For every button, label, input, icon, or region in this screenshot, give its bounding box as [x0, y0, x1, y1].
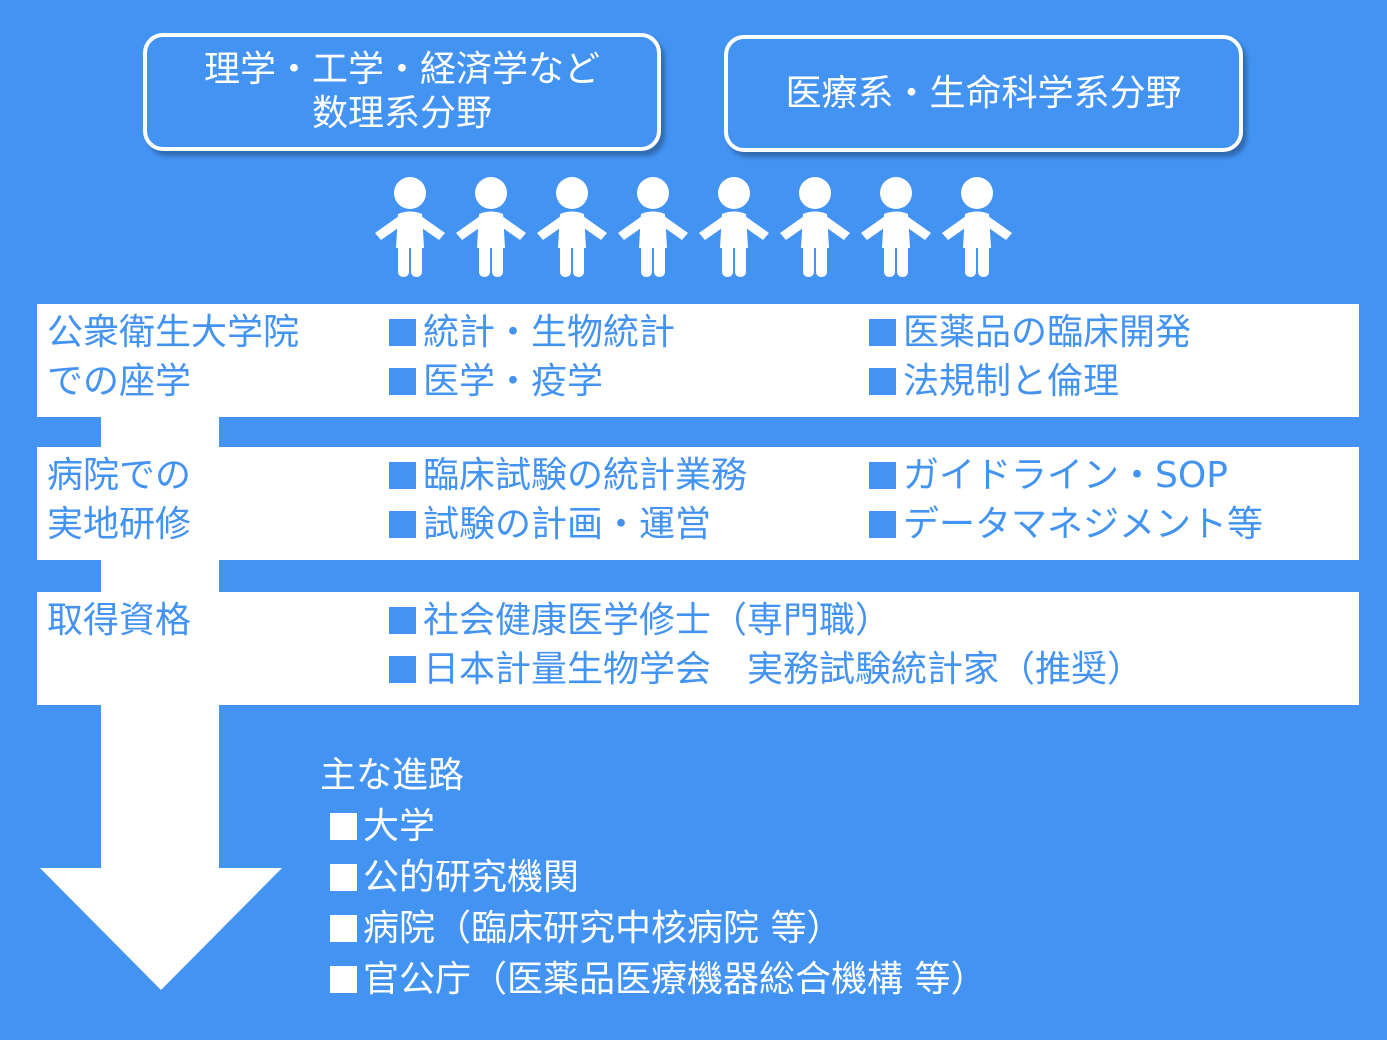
square-bullet-icon	[330, 966, 357, 993]
square-bullet-icon	[330, 864, 357, 891]
list-item: 官公庁（医薬品医療機器総合機構 等）	[320, 954, 986, 1005]
career-item-text: 大学	[363, 806, 436, 847]
square-bullet-icon	[330, 813, 357, 840]
list-item: 社会健康医学修士（専門職）	[389, 596, 1143, 645]
square-bullet-icon	[389, 511, 416, 538]
band-qualifications-title: 取得資格	[47, 596, 191, 645]
band-qualifications: 取得資格 社会健康医学修士（専門職） 日本計量生物学会 実務試験統計家（推奨）	[37, 592, 1359, 705]
list-item-text: 臨床試験の統計業務	[423, 455, 748, 496]
list-item: データマネジメント等	[869, 500, 1263, 549]
math-fields-line-2: 数理系分野	[311, 93, 492, 134]
band-hospital-training-col2: ガイドライン・SOP データマネジメント等	[869, 451, 1263, 549]
band-title-line: 実地研修	[47, 504, 192, 545]
list-item-text: ガイドライン・SOP	[903, 455, 1228, 496]
list-item: 日本計量生物学会 実務試験統計家（推奨）	[389, 645, 1143, 694]
list-item-text: 医薬品の臨床開発	[903, 312, 1192, 353]
list-item-text: 社会健康医学修士（専門職）	[423, 600, 892, 641]
band-qualifications-col1: 社会健康医学修士（専門職） 日本計量生物学会 実務試験統計家（推奨）	[389, 596, 1143, 694]
square-bullet-icon	[869, 511, 896, 538]
list-item: ガイドライン・SOP	[869, 451, 1263, 500]
list-item-text: 法規制と倫理	[903, 361, 1120, 402]
list-item: 法規制と倫理	[869, 357, 1191, 406]
person-icon	[775, 176, 855, 278]
career-paths: 主な進路 大学 公的研究機関 病院（臨床研究中核病院 等） 官公庁（医薬品医療機…	[320, 750, 986, 1005]
band-coursework-title: 公衆衛生大学院 での座学	[47, 308, 299, 406]
list-item-text: 医学・疫学	[423, 361, 604, 402]
square-bullet-icon	[330, 915, 357, 942]
person-icon	[613, 176, 693, 278]
list-item-text: データマネジメント等	[903, 504, 1264, 545]
list-item: 医学・疫学	[389, 357, 675, 406]
person-icon	[370, 176, 450, 278]
person-icon	[451, 176, 531, 278]
band-title-line: 取得資格	[47, 600, 192, 641]
square-bullet-icon	[389, 368, 416, 395]
square-bullet-icon	[869, 319, 896, 346]
list-item: 医薬品の臨床開発	[869, 308, 1191, 357]
career-item-text: 公的研究機関	[363, 857, 580, 898]
career-heading: 主な進路	[320, 755, 465, 796]
square-bullet-icon	[389, 462, 416, 489]
square-bullet-icon	[869, 462, 896, 489]
people-row	[370, 176, 1018, 278]
square-bullet-icon	[869, 368, 896, 395]
person-icon	[937, 176, 1017, 278]
list-item: 病院（臨床研究中核病院 等）	[320, 903, 986, 954]
band-hospital-training: 病院での 実地研修 臨床試験の統計業務 試験の計画・運営 ガイドライン・SOP …	[37, 447, 1359, 560]
career-item-text: 官公庁（医薬品医療機器総合機構 等）	[363, 959, 987, 1000]
square-bullet-icon	[389, 607, 416, 634]
list-item: 統計・生物統計	[389, 308, 675, 357]
list-item-text: 試験の計画・運営	[423, 504, 712, 545]
list-item-text: 統計・生物統計	[423, 312, 676, 353]
person-icon	[856, 176, 936, 278]
medical-life-science-fields-box: 医療系・生命科学系分野	[724, 35, 1243, 152]
band-hospital-training-title: 病院での 実地研修	[47, 451, 191, 549]
person-icon	[694, 176, 774, 278]
list-item: 公的研究機関	[320, 852, 986, 903]
list-item-text: 日本計量生物学会 実務試験統計家（推奨）	[423, 649, 1144, 690]
career-item-text: 病院（臨床研究中核病院 等）	[363, 908, 843, 949]
band-coursework-col2: 医薬品の臨床開発 法規制と倫理	[869, 308, 1191, 406]
list-item: 試験の計画・運営	[389, 500, 747, 549]
band-coursework-col1: 統計・生物統計 医学・疫学	[389, 308, 675, 406]
band-title-line: 病院での	[47, 455, 192, 496]
math-science-fields-box: 理学・工学・経済学など 数理系分野	[143, 33, 661, 151]
band-title-line: 公衆衛生大学院	[47, 312, 300, 353]
band-title-line: での座学	[47, 361, 192, 402]
math-fields-line-1: 理学・工学・経済学など	[203, 49, 600, 90]
person-icon	[532, 176, 612, 278]
list-item: 臨床試験の統計業務	[389, 451, 747, 500]
square-bullet-icon	[389, 656, 416, 683]
list-item: 大学	[320, 801, 986, 852]
band-hospital-training-col1: 臨床試験の統計業務 試験の計画・運営	[389, 451, 747, 549]
medical-fields-line-1: 医療系・生命科学系分野	[785, 72, 1182, 114]
band-coursework: 公衆衛生大学院 での座学 統計・生物統計 医学・疫学 医薬品の臨床開発 法規制と…	[37, 304, 1359, 417]
square-bullet-icon	[389, 319, 416, 346]
